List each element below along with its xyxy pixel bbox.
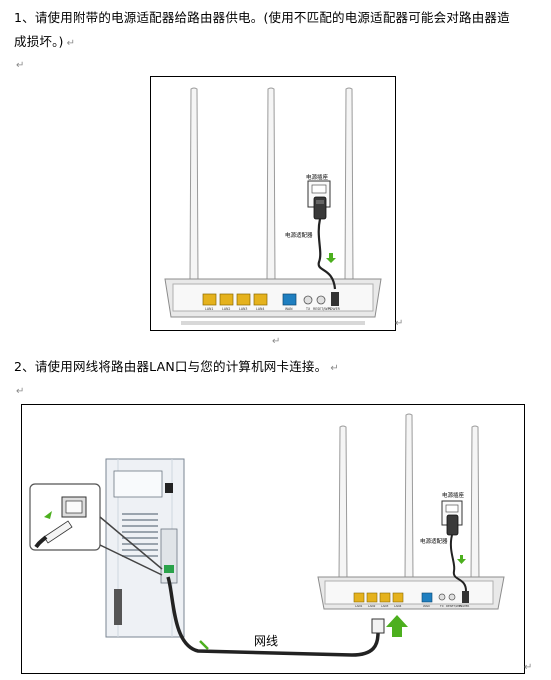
label-power-adapter: 电源适配器 <box>285 231 313 239</box>
power-cable <box>317 218 337 290</box>
router-lan-figure: LAN1 LAN2 LAN3 LAN4 WAN TX RESET/WPS POW… <box>21 404 525 674</box>
port-label-reset: RESET/WPS <box>313 307 331 311</box>
step2-text: 2、请使用网线将路由器LAN口与您的计算机网卡连接。↵ <box>14 355 339 381</box>
router-body <box>164 278 382 325</box>
router-power-figure: LAN1 LAN2 LAN3 LAN4 WAN TX RESET/WPS POW… <box>150 76 396 331</box>
port-label-tx: TX <box>439 604 444 608</box>
green-arrow-icon <box>457 555 466 564</box>
wan-port <box>282 293 297 306</box>
green-arrow-icon <box>44 511 52 519</box>
green-arrow-icon <box>326 253 336 263</box>
step1-line1: 1、请使用附带的电源适配器给路由器供电。(使用不匹配的电源适配器可能会对路由器造 <box>14 10 510 25</box>
wan-port <box>421 592 433 603</box>
power-port <box>331 292 339 306</box>
port-label-power: POWER <box>459 604 469 608</box>
paragraph-mark-icon: ↵ <box>16 386 25 397</box>
reset-button <box>448 593 456 601</box>
step1-text: 1、请使用附带的电源适配器给路由器供电。(使用不匹配的电源适配器可能会对路由器造… <box>14 6 510 56</box>
rj45-plug <box>371 618 385 634</box>
port-label-wan: WAN <box>423 604 430 608</box>
router-lan-illustration: LAN1 LAN2 LAN3 LAN4 WAN TX RESET/WPS POW… <box>29 413 505 657</box>
tx-button <box>438 593 446 601</box>
label-power-adapter: 电源适配器 <box>420 537 448 545</box>
paragraph-mark-icon: ↵ <box>395 318 404 329</box>
computer-tower <box>105 458 185 638</box>
paragraph-mark-icon: ↵ <box>16 60 25 71</box>
lan-ports <box>202 293 268 306</box>
port-label-lan1: LAN1 <box>205 307 213 311</box>
port-label-lan3: LAN3 <box>381 604 389 608</box>
tx-button <box>303 295 313 305</box>
router-power-illustration: LAN1 LAN2 LAN3 LAN4 WAN TX RESET/WPS POW… <box>164 87 382 325</box>
port-label-lan4: LAN4 <box>394 604 402 608</box>
port-label-lan3: LAN3 <box>239 307 247 311</box>
port-label-power: POWER <box>328 307 341 311</box>
step1-line2: 成损坏。) <box>14 34 64 49</box>
paragraph-mark-icon: ↵ <box>66 38 76 49</box>
step2-line1: 2、请使用网线将路由器LAN口与您的计算机网卡连接。 <box>14 359 328 374</box>
label-network-cable: 网线 <box>254 634 278 648</box>
reset-button <box>316 295 326 305</box>
port-label-lan4: LAN4 <box>256 307 264 311</box>
paragraph-mark-icon: ↵ <box>330 363 339 374</box>
power-adapter-icon <box>446 514 459 536</box>
port-label-wan: WAN <box>285 307 293 311</box>
network-card-port <box>164 565 174 573</box>
router-body <box>317 576 505 610</box>
network-port-zoom-inset <box>29 483 101 551</box>
port-label-lan1: LAN1 <box>355 604 363 608</box>
network-cable <box>166 576 380 657</box>
green-arrow-icon <box>386 615 408 637</box>
port-label-reset: RESET/WPS <box>446 604 462 608</box>
label-power-socket: 电源插座 <box>306 173 329 181</box>
router-antenna <box>338 413 480 582</box>
port-label-tx: TX <box>305 307 311 311</box>
port-label-lan2: LAN2 <box>222 307 230 311</box>
power-adapter-icon <box>313 196 327 220</box>
lan-ports <box>353 592 404 603</box>
label-power-socket: 电源插座 <box>442 491 465 499</box>
paragraph-mark-icon: ↵ <box>272 336 281 347</box>
paragraph-mark-icon: ↵ <box>524 662 533 673</box>
router-antenna <box>189 87 354 283</box>
power-cable <box>449 534 467 592</box>
green-arrow-icon <box>199 640 209 650</box>
power-port <box>462 591 469 603</box>
port-label-lan2: LAN2 <box>368 604 376 608</box>
